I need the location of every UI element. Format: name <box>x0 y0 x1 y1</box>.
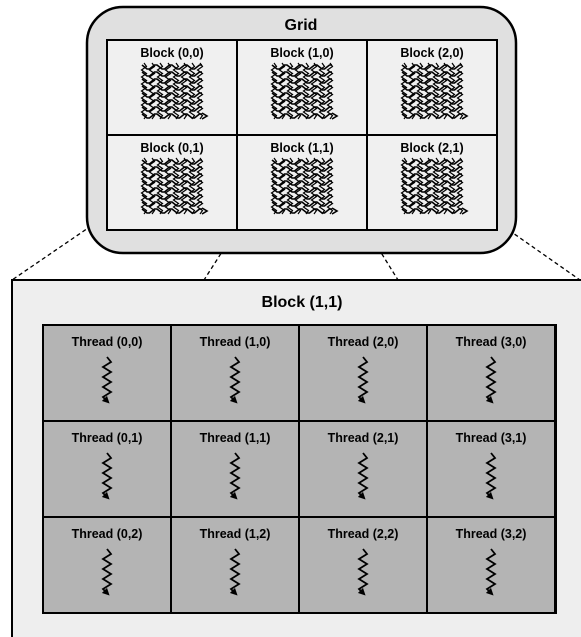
grid-block-cell <box>366 134 498 231</box>
grid-block-label: Block (2,1) <box>400 141 463 155</box>
grid-block-label: Block (1,1) <box>270 141 333 155</box>
grid-title: Grid <box>285 17 318 34</box>
thread-label: Thread (2,1) <box>328 431 399 445</box>
thread-cell: Thread (3,1) <box>426 420 556 518</box>
thread-cell-box <box>426 516 556 614</box>
squiggle-arrow-icon <box>101 452 113 500</box>
thread-cell: Thread (1,0) <box>170 324 300 422</box>
thread-cell: Thread (0,2) <box>42 516 172 614</box>
thread-label: Thread (3,2) <box>456 527 527 541</box>
thread-cell: Thread (0,1) <box>42 420 172 518</box>
thread-bundle-icon <box>400 157 469 215</box>
thread-bundle-icon <box>400 62 469 120</box>
thread-cell-box <box>426 420 556 518</box>
grid-block-label: Block (0,1) <box>140 141 203 155</box>
thread-label: Thread (2,2) <box>328 527 399 541</box>
grid-block: Block (2,1) <box>366 134 498 231</box>
grid-block-cell <box>106 39 238 136</box>
grid-block: Block (2,0) <box>366 39 498 136</box>
grid-block-cell <box>236 134 368 231</box>
thread-label: Thread (0,0) <box>72 335 143 349</box>
thread-label: Thread (2,0) <box>328 335 399 349</box>
grid-block-cell <box>106 134 238 231</box>
squiggle-arrow-icon <box>357 452 369 500</box>
thread-cell-box <box>298 516 428 614</box>
thread-cell-box <box>170 324 300 422</box>
squiggle-arrow-icon <box>485 452 497 500</box>
thread-bundle-icon <box>140 157 209 215</box>
thread-cell: Thread (3,0) <box>426 324 556 422</box>
grid-block: Block (1,0) <box>236 39 368 136</box>
thread-label: Thread (3,1) <box>456 431 527 445</box>
thread-label: Thread (1,0) <box>200 335 271 349</box>
thread-cell-box <box>170 516 300 614</box>
grid-block: Block (0,1) <box>106 134 238 231</box>
grid-container: Grid Block (0,0) Block (1,0) Block (2,0) Bl… <box>85 5 518 255</box>
grid-block-label: Block (2,0) <box>400 46 463 60</box>
thread-cell-box <box>42 420 172 518</box>
thread-label: Thread (0,2) <box>72 527 143 541</box>
thread-label: Thread (0,1) <box>72 431 143 445</box>
thread-cell-box <box>298 420 428 518</box>
block-detail-title: Block (1,1) <box>262 294 343 311</box>
squiggle-arrow-icon <box>357 356 369 404</box>
thread-cell: Thread (2,0) <box>298 324 428 422</box>
squiggle-arrow-icon <box>357 548 369 596</box>
squiggle-arrow-icon <box>485 356 497 404</box>
thread-cell-box <box>42 516 172 614</box>
grid-block: Block (0,0) <box>106 39 238 136</box>
squiggle-arrow-icon <box>101 356 113 404</box>
thread-bundle-icon <box>140 62 209 120</box>
thread-label: Thread (1,1) <box>200 431 271 445</box>
thread-cell-box <box>426 324 556 422</box>
thread-cell: Thread (1,2) <box>170 516 300 614</box>
thread-bundle-icon <box>270 157 339 215</box>
grid-block-cell <box>236 39 368 136</box>
grid-block-cell <box>366 39 498 136</box>
block-detail-panel: Block (1,1) Thread (0,0) Thread (1,0) Thre… <box>11 279 581 637</box>
thread-cell: Thread (2,1) <box>298 420 428 518</box>
thread-cell: Thread (0,0) <box>42 324 172 422</box>
squiggle-arrow-icon <box>229 548 241 596</box>
thread-cell: Thread (1,1) <box>170 420 300 518</box>
squiggle-arrow-icon <box>229 356 241 404</box>
squiggle-arrow-icon <box>101 548 113 596</box>
thread-cell: Thread (3,2) <box>426 516 556 614</box>
grid-block-label: Block (1,0) <box>270 46 333 60</box>
thread-label: Thread (3,0) <box>456 335 527 349</box>
thread-cell: Thread (2,2) <box>298 516 428 614</box>
squiggle-arrow-icon <box>229 452 241 500</box>
thread-bundle-icon <box>270 62 339 120</box>
grid-block: Block (1,1) <box>236 134 368 231</box>
thread-label: Thread (1,2) <box>200 527 271 541</box>
squiggle-arrow-icon <box>485 548 497 596</box>
grid-block-label: Block (0,0) <box>140 46 203 60</box>
